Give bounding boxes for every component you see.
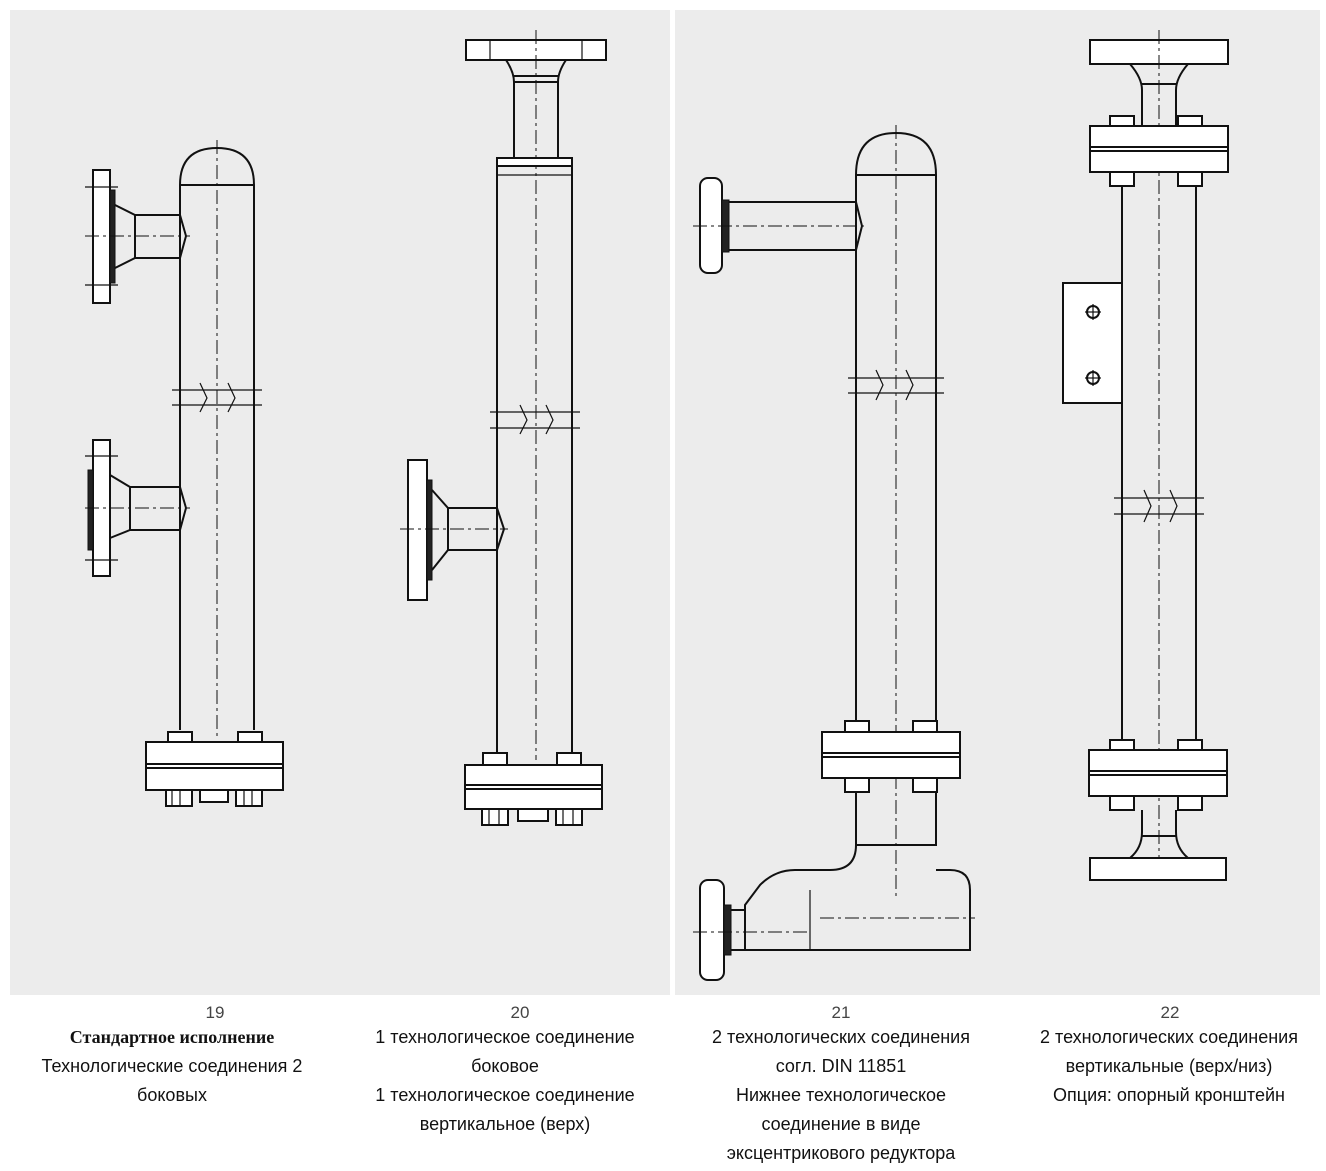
figure-22-number: 22	[1160, 1003, 1180, 1022]
figure-19-number: 19	[205, 1003, 225, 1022]
fig22-upper-flange	[1089, 115, 1229, 187]
drawing-panel-left	[10, 10, 670, 995]
figure-20-drawing	[400, 30, 607, 826]
figure-21-caption-line: эксцентрикового редуктора	[726, 1143, 956, 1163]
fig20-break-mark	[490, 404, 580, 435]
figure-20-caption-line: вертикальное (верх)	[419, 1114, 591, 1134]
figure-20-caption-line: 1 технологическое соединение	[375, 1027, 635, 1047]
figure-20-caption-line: 1 технологическое соединение	[375, 1085, 635, 1105]
fig20-bottom-flange	[464, 752, 603, 826]
fig22-break-mark	[1114, 489, 1204, 523]
fig22-lower-flange	[1088, 739, 1228, 811]
fig21-upper-nozzle	[693, 177, 866, 274]
fig20-side-nozzle	[400, 459, 508, 601]
fig22-support-bracket	[1062, 282, 1123, 404]
drawing-panel-right	[675, 10, 1320, 995]
fig22-tube	[1121, 186, 1197, 742]
fig20-tube	[496, 166, 573, 765]
figure-19-caption-line: Стандартное исполнение	[69, 1027, 275, 1047]
figure-20-caption: 1 технологическое соединение боковое 1 т…	[345, 1023, 665, 1139]
figure-21-number: 21	[831, 1003, 851, 1022]
fig19-break-mark	[172, 382, 262, 413]
fig19-upper-nozzle	[85, 169, 190, 304]
figure-22-drawing	[1062, 30, 1229, 881]
figure-21-caption: 2 технологических соединения согл. DIN 1…	[680, 1023, 1002, 1168]
figure-19-caption-line: боковых	[137, 1085, 207, 1105]
figure-19-caption: Стандартное исполнение Технологические с…	[12, 1023, 332, 1110]
figure-21-drawing	[693, 125, 975, 981]
fig21-break-mark	[848, 369, 944, 401]
technical-drawings: .s { fill: none; stroke: #111; stroke-wi…	[85, 30, 1229, 981]
figure-19-drawing	[85, 140, 284, 807]
figure-20-number: 20	[510, 1003, 530, 1022]
figure-22-caption-line: Опция: опорный кронштейн	[1053, 1085, 1285, 1105]
figure-22-caption-line: 2 технологических соединения	[1040, 1027, 1298, 1047]
figure-21-caption-line: согл. DIN 11851	[775, 1056, 907, 1076]
fig19-bottom-flange	[145, 731, 284, 807]
figure-21-caption-line: 2 технологических соединения	[712, 1027, 970, 1047]
figure-21-caption-line: Нижнее технологическое	[735, 1085, 947, 1105]
figure-22-caption: 2 технологических соединения вертикальны…	[1012, 1023, 1326, 1110]
fig22-bottom-flange	[1089, 810, 1227, 881]
figure-21-caption-line: соединение в виде	[761, 1114, 921, 1134]
fig21-middle-flange	[821, 720, 961, 793]
figure-22-caption-line: вертикальные (верх/низ)	[1065, 1056, 1273, 1076]
fig19-lower-nozzle	[85, 439, 190, 577]
figure-19-caption-line: Технологические соединения 2	[41, 1056, 303, 1076]
figure-20-caption-line: боковое	[471, 1056, 539, 1076]
fig19-tube	[179, 185, 255, 730]
fig21-eccentric-reducer	[693, 792, 975, 981]
